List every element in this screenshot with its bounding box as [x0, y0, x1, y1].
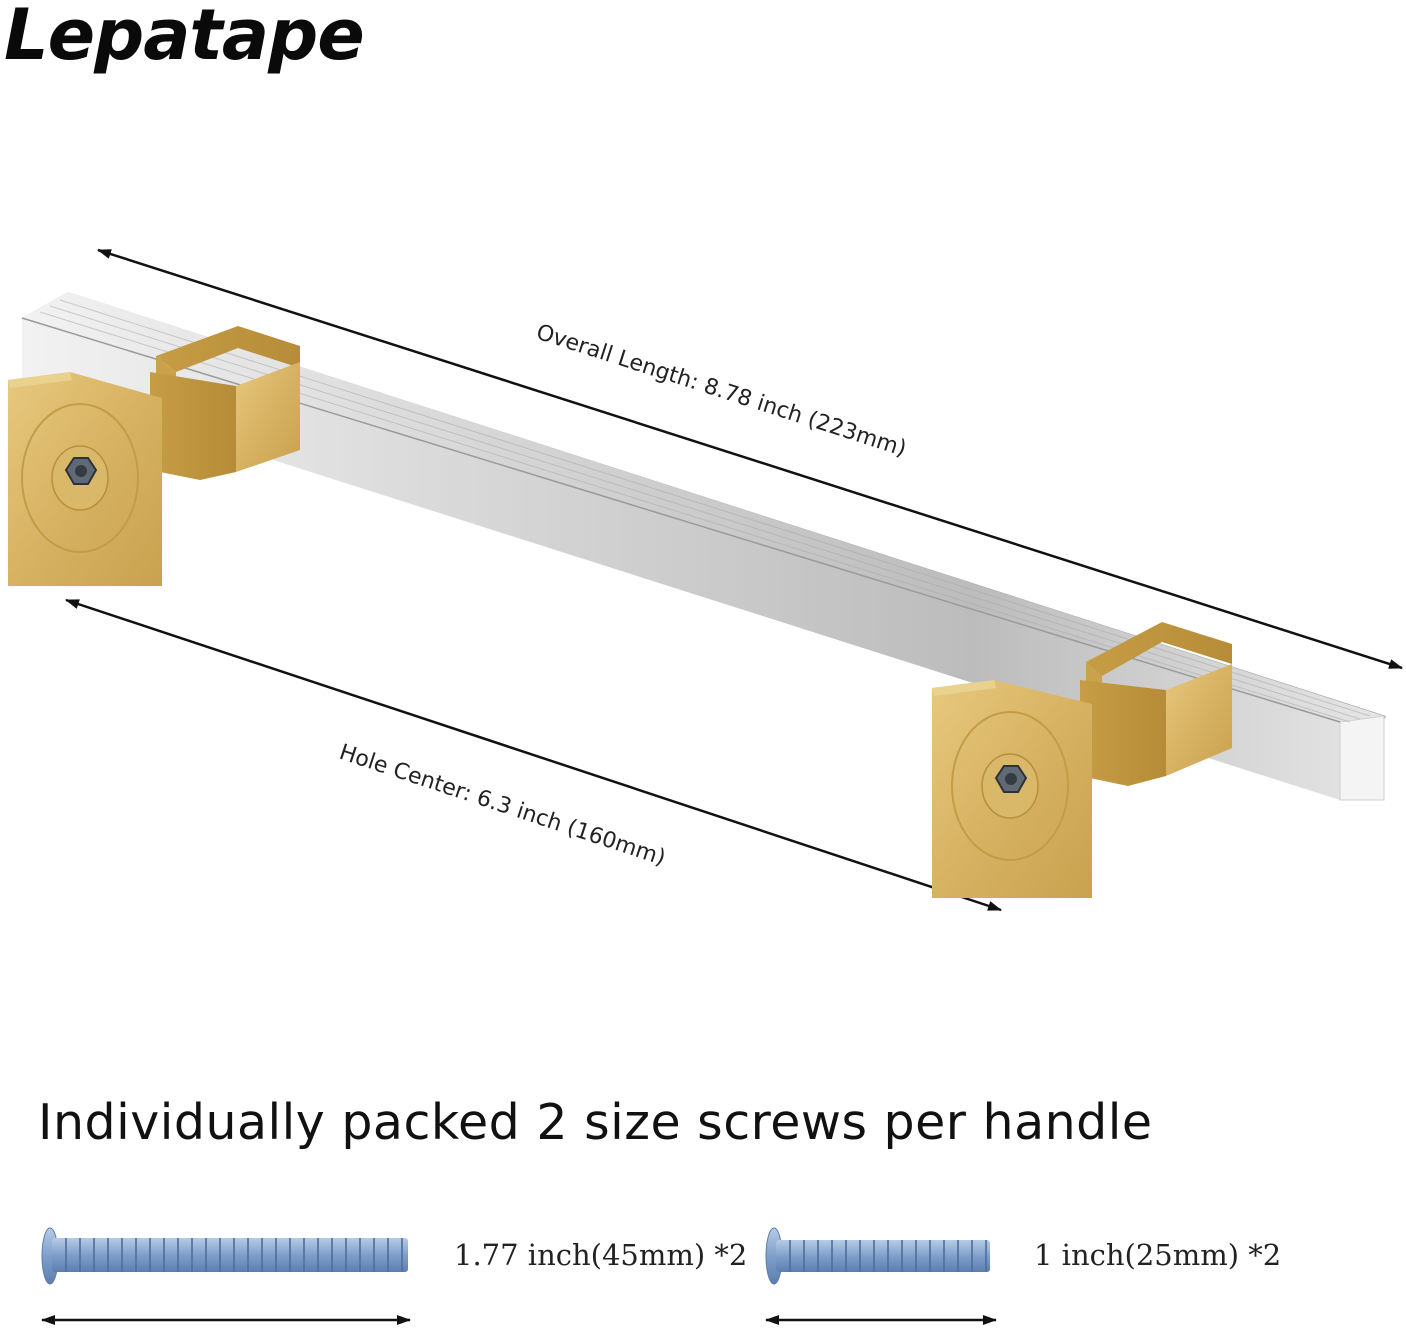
overall-length-arrow: [97, 248, 1403, 670]
overall-length-label: Overall Length: 8.78 inch (223mm): [533, 320, 909, 462]
right-post: [932, 622, 1232, 898]
screws-headline: Individually packed 2 size screws per ha…: [38, 1094, 1153, 1151]
brand-logo: Lepatape: [4, 0, 365, 76]
hole-center-arrow: [65, 598, 1002, 912]
short-screw-image: [765, 1227, 990, 1285]
hole-center-label: Hole Center: 6.3 inch (160mm): [336, 740, 668, 871]
long-screw-image: [41, 1227, 408, 1285]
short-screw-label: 1 inch(25mm) *2: [1034, 1238, 1282, 1272]
long-screw-label: 1.77 inch(45mm) *2: [454, 1238, 748, 1272]
left-post: [8, 326, 300, 586]
